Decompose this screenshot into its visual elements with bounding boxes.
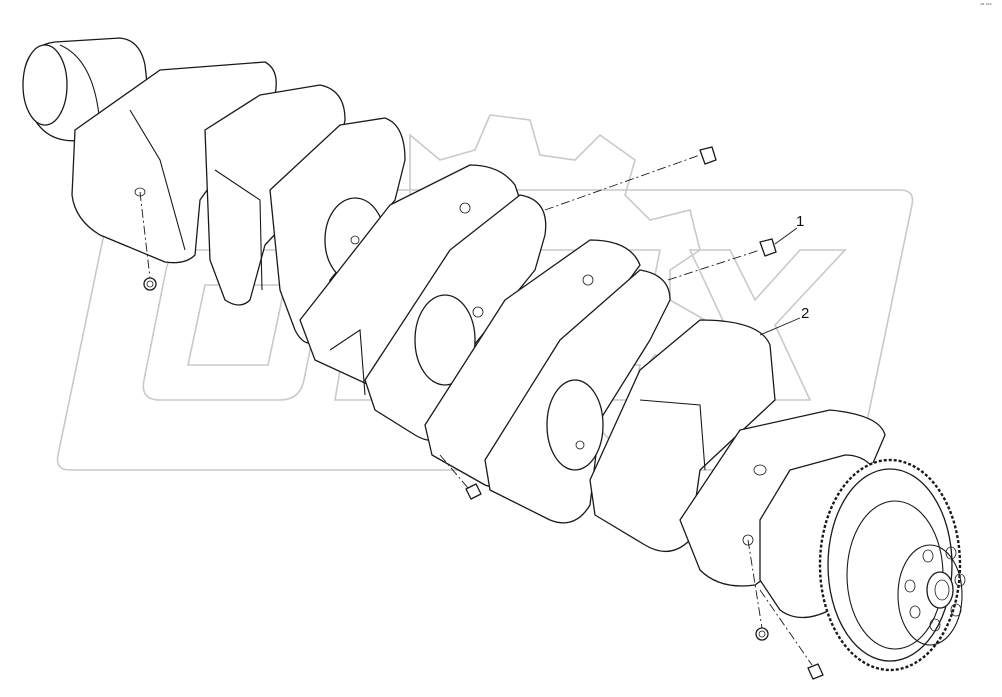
plug-lower (465, 483, 482, 500)
web-8-edge (639, 399, 706, 471)
nut-icon (143, 277, 769, 641)
gear-hub (897, 544, 963, 646)
oil-hole-7 (753, 464, 767, 476)
assembly-line-right-nut (747, 539, 763, 629)
nut-left-bore (146, 280, 154, 288)
plug-bottom (807, 663, 824, 680)
crank-web-1 (71, 61, 277, 264)
oil-hole-8 (742, 534, 754, 546)
nose-end-face (22, 44, 68, 126)
crankshaft (22, 37, 886, 619)
assembly-line-middle (667, 249, 761, 281)
bolt-hole (945, 546, 957, 560)
oil-hole-6 (575, 440, 585, 450)
bolt-hole (950, 603, 962, 617)
corner-note: ᵃᴮ ᵃᵇᵇ (980, 3, 992, 9)
nut-right (755, 627, 769, 641)
crank-web-8 (589, 319, 776, 552)
timing-gear (818, 458, 966, 672)
leader-1 (774, 227, 798, 245)
main-journal-3 (414, 294, 476, 386)
bolt-hole (904, 579, 916, 593)
oil-hole-3 (459, 202, 471, 214)
oil-hole-1 (134, 187, 146, 197)
gear-bolt-holes (904, 546, 966, 632)
assembly-lines (139, 154, 813, 666)
plug-top (699, 146, 717, 165)
callout-1: 1 (796, 213, 804, 230)
callout-leaders (759, 227, 801, 336)
callout-2: 2 (801, 305, 809, 322)
bolt-hole (922, 549, 934, 563)
nut-left (143, 277, 157, 291)
gear-center-hole (934, 579, 950, 601)
plug-icon (465, 146, 824, 680)
oil-hole-4 (472, 306, 484, 318)
assembly-line-top (544, 154, 701, 211)
gear-face (827, 468, 953, 662)
leader-2 (759, 317, 801, 336)
bolt-hole (954, 573, 966, 587)
assembly-line-left-nut (139, 191, 151, 279)
oil-hole-2 (350, 235, 360, 245)
assembly-line-lower-plug (439, 454, 469, 489)
gear-center-bore (926, 571, 954, 609)
assembly-line-bottom-plug (759, 589, 813, 666)
web-2-edge (214, 169, 263, 291)
plug-middle (759, 238, 777, 257)
bolt-hole (909, 605, 921, 619)
bolt-hole (929, 618, 941, 632)
nut-right-bore (758, 630, 766, 638)
main-journal-4 (546, 379, 604, 471)
oil-hole-5 (582, 274, 594, 286)
web-4-edge (329, 329, 366, 396)
web-1-edge (129, 109, 186, 251)
